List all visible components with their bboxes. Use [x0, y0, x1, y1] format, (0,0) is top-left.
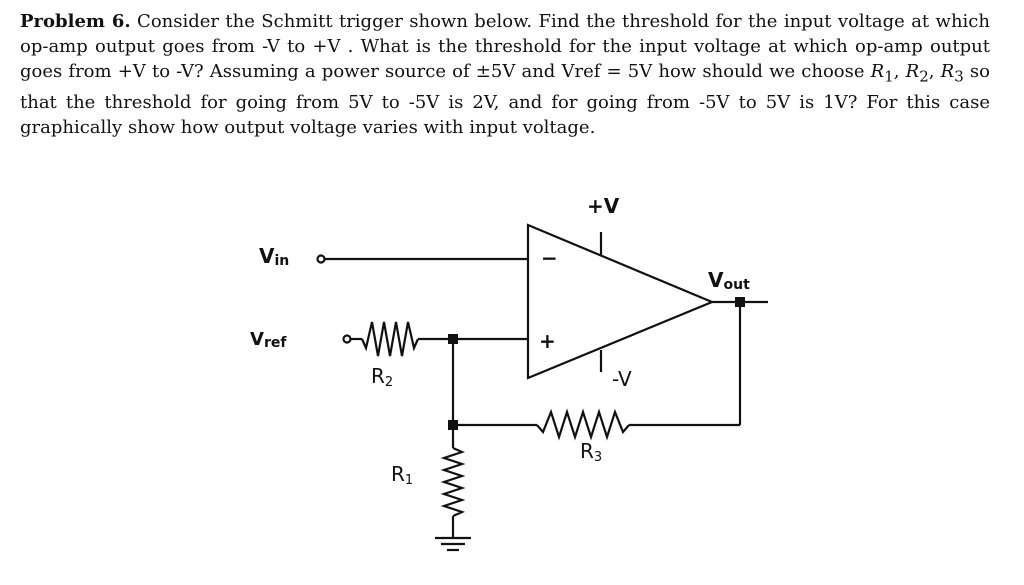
problem-statement: Problem 6. Consider the Schmitt trigger … — [20, 9, 990, 140]
junction-dot — [735, 297, 745, 307]
r1-subscript: 1 — [884, 67, 894, 86]
op-amp-symbol — [526, 223, 715, 380]
inverting-input-sign: − — [541, 246, 558, 270]
vin-terminal — [316, 254, 326, 264]
r3-subscript: 3 — [954, 67, 964, 86]
r1-symbol: R — [870, 61, 885, 82]
noninverting-input-sign: + — [539, 329, 556, 353]
r1-label: R1 — [391, 462, 413, 488]
r2-label: R2 — [371, 364, 393, 390]
negative-supply-label: -V — [612, 367, 632, 391]
r2-subscript: 2 — [919, 67, 929, 86]
r3-symbol: R — [940, 61, 955, 82]
vref-terminal — [342, 334, 352, 344]
positive-supply-label: +V — [587, 194, 620, 218]
vin-label: Vin — [259, 244, 289, 269]
r3-resistor — [536, 408, 630, 441]
vref-label: Vref — [250, 329, 287, 351]
r2-symbol: R — [905, 61, 920, 82]
r2-resistor — [360, 321, 420, 357]
ground-icon — [435, 536, 471, 552]
junction-dot — [448, 420, 458, 430]
separator: , — [893, 61, 906, 82]
separator: , — [928, 61, 941, 82]
junction-dot — [448, 334, 458, 344]
problem-title: Problem 6. — [20, 11, 131, 32]
r3-label: R3 — [580, 439, 602, 465]
r1-resistor — [440, 446, 466, 518]
problem-text-part2: so that the threshold for going from 5V … — [20, 61, 990, 138]
problem-text-part1: Consider the Schmitt trigger shown below… — [20, 11, 990, 82]
vout-label: Vout — [708, 268, 750, 293]
